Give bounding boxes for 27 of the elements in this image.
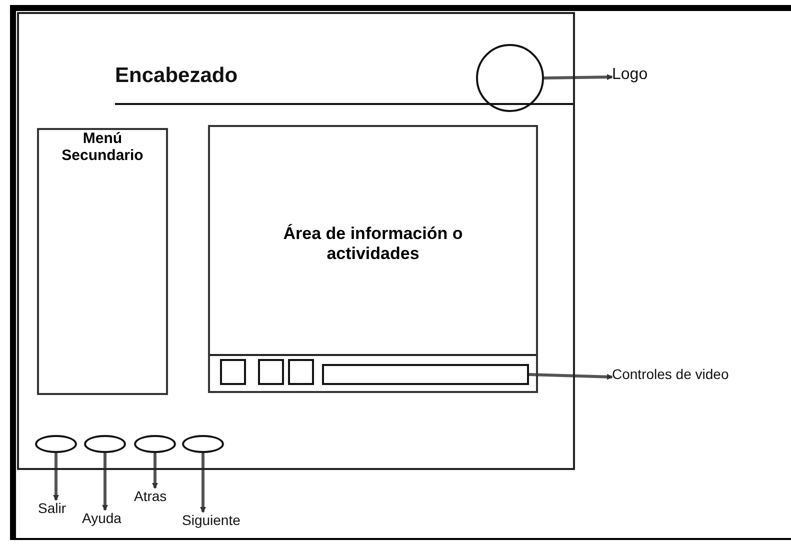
annotation-label: Ayuda: [82, 510, 140, 528]
control-button-square: [220, 359, 246, 385]
arrow: [200, 453, 206, 513]
placeholder-circle: [476, 44, 544, 112]
menu-panel: [37, 128, 168, 395]
arrow: [152, 453, 158, 489]
control-button-square: [258, 359, 284, 385]
annotation-label: Salir: [38, 500, 84, 518]
button-oval: [134, 435, 176, 453]
annotation-label: Controles de video: [612, 366, 787, 388]
button-oval: [35, 435, 77, 453]
button-oval: [84, 435, 126, 453]
arrow: [544, 74, 613, 80]
annotation-label: Siguiente: [182, 512, 270, 530]
annotation-label: Atras: [134, 488, 186, 506]
panel-title: Área de información o actividades: [282, 224, 464, 264]
arrow: [53, 453, 59, 501]
header-title: Encabezado: [115, 64, 238, 88]
panel-title: Menú Secundario: [60, 130, 144, 164]
content-area-box: [208, 125, 538, 393]
button-oval: [182, 435, 224, 453]
page-frame: [17, 12, 575, 470]
arrow: [528, 373, 613, 380]
arrow: [102, 453, 108, 511]
control-button-square: [288, 359, 314, 385]
annotation-label: Logo: [612, 66, 722, 88]
progress-bar: [322, 364, 529, 385]
